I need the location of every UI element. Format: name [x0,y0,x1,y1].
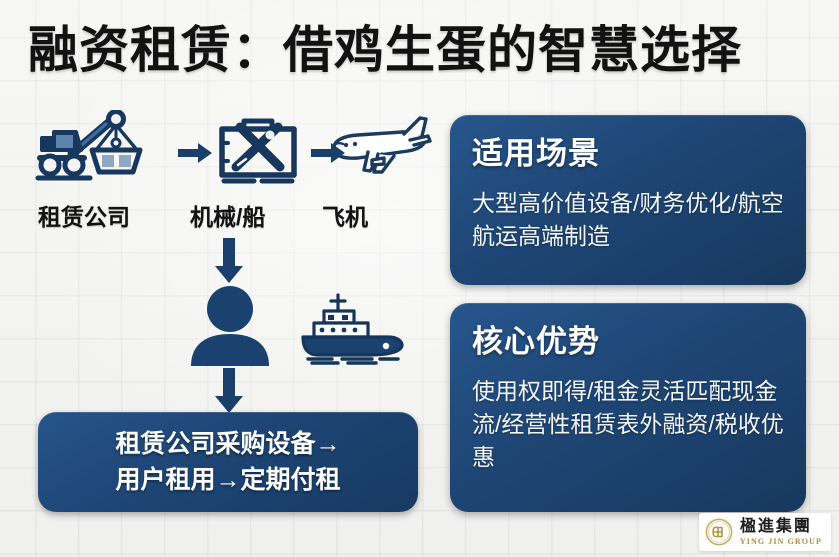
brand-logo: 楹進集團 YING JIN GROUP [698,513,831,551]
process-summary-line-2: 用户租用→定期付租 [115,466,341,494]
panel-core-advantages-body: 使用权即得/租金灵活匹配现金流/经营性租赁表外融资/税收优惠 [472,378,784,470]
person-icon [186,286,274,371]
arrow-right-icon [178,142,212,169]
page-title: 融资租赁：借鸡生蛋的智慧选择 [28,22,742,78]
airplane-icon [324,114,434,189]
flow-node-airplane [322,112,436,190]
flow-label-machinery-ship: 机械/船 [190,204,266,230]
arrow-down-icon [214,238,244,289]
panel-core-advantages-title: 核心优势 [472,324,600,359]
process-flow-row [26,108,432,197]
panel-use-cases-body: 大型高价值设备/财务优化/航空航运高端制造 [472,190,784,249]
toolbox-tools-icon [210,109,306,194]
process-summary-box: 租赁公司采购设备→ 用户租用→定期付租 [38,412,418,512]
flow-node-machinery-ship [206,112,310,190]
process-summary-line-1: 租赁公司采购设备→ [115,430,341,458]
arrow-right-icon [311,142,345,169]
yingjin-monogram-icon [705,518,733,546]
flow-label-leasing-company: 租赁公司 [38,204,130,230]
panel-use-cases-title: 适用场景 [472,136,600,171]
ship-icon [298,291,406,370]
brand-name-en: YING JIN GROUP [739,536,822,546]
panel-use-cases: 适用场景 大型高价值设备/财务优化/航空航运高端制造 [450,115,806,285]
arrow-down-icon [214,368,244,419]
flow-node-leasing-company [30,108,170,193]
brand-name-cn: 楹進集團 [739,517,812,535]
crane-icon [34,108,166,193]
flow-label-airplane: 飞机 [322,204,368,230]
panel-core-advantages: 核心优势 使用权即得/租金灵活匹配现金流/经营性租赁表外融资/税收优惠 [450,303,806,512]
brand-logo-text: 楹進集團 YING JIN GROUP [739,517,822,546]
